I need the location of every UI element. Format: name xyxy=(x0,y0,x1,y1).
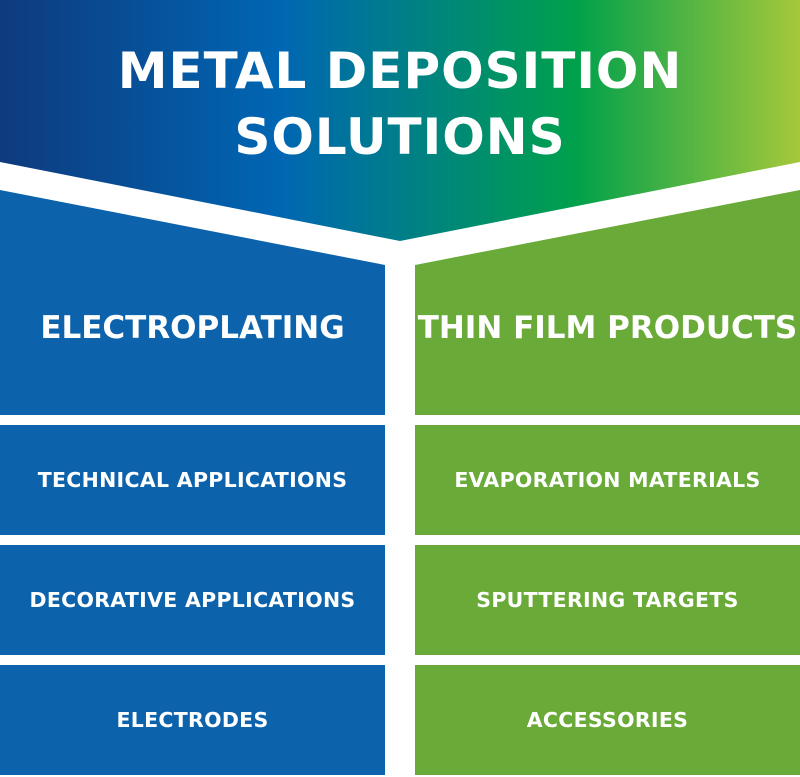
header-chevron-shape xyxy=(0,0,800,241)
electroplating-header-block xyxy=(0,0,385,415)
electroplating-title: ELECTROPLATING xyxy=(40,310,345,346)
thin-film-header-block xyxy=(415,0,800,415)
decorative-applications-item[interactable]: DECORATIVE APPLICATIONS xyxy=(0,545,385,655)
header-banner: METAL DEPOSITION SOLUTIONS xyxy=(0,0,800,245)
technical-applications-item[interactable]: TECHNICAL APPLICATIONS xyxy=(0,425,385,535)
title-line-2: SOLUTIONS xyxy=(234,108,566,166)
thin-film-title: THIN FILM PRODUCTS xyxy=(417,310,798,346)
page-title: METAL DEPOSITION SOLUTIONS xyxy=(0,38,800,170)
electrodes-item[interactable]: ELECTRODES xyxy=(0,665,385,775)
title-line-1: METAL DEPOSITION xyxy=(117,42,683,100)
sputtering-targets-item[interactable]: SPUTTERING TARGETS xyxy=(415,545,800,655)
accessories-item[interactable]: ACCESSORIES xyxy=(415,665,800,775)
evaporation-materials-item[interactable]: EVAPORATION MATERIALS xyxy=(415,425,800,535)
